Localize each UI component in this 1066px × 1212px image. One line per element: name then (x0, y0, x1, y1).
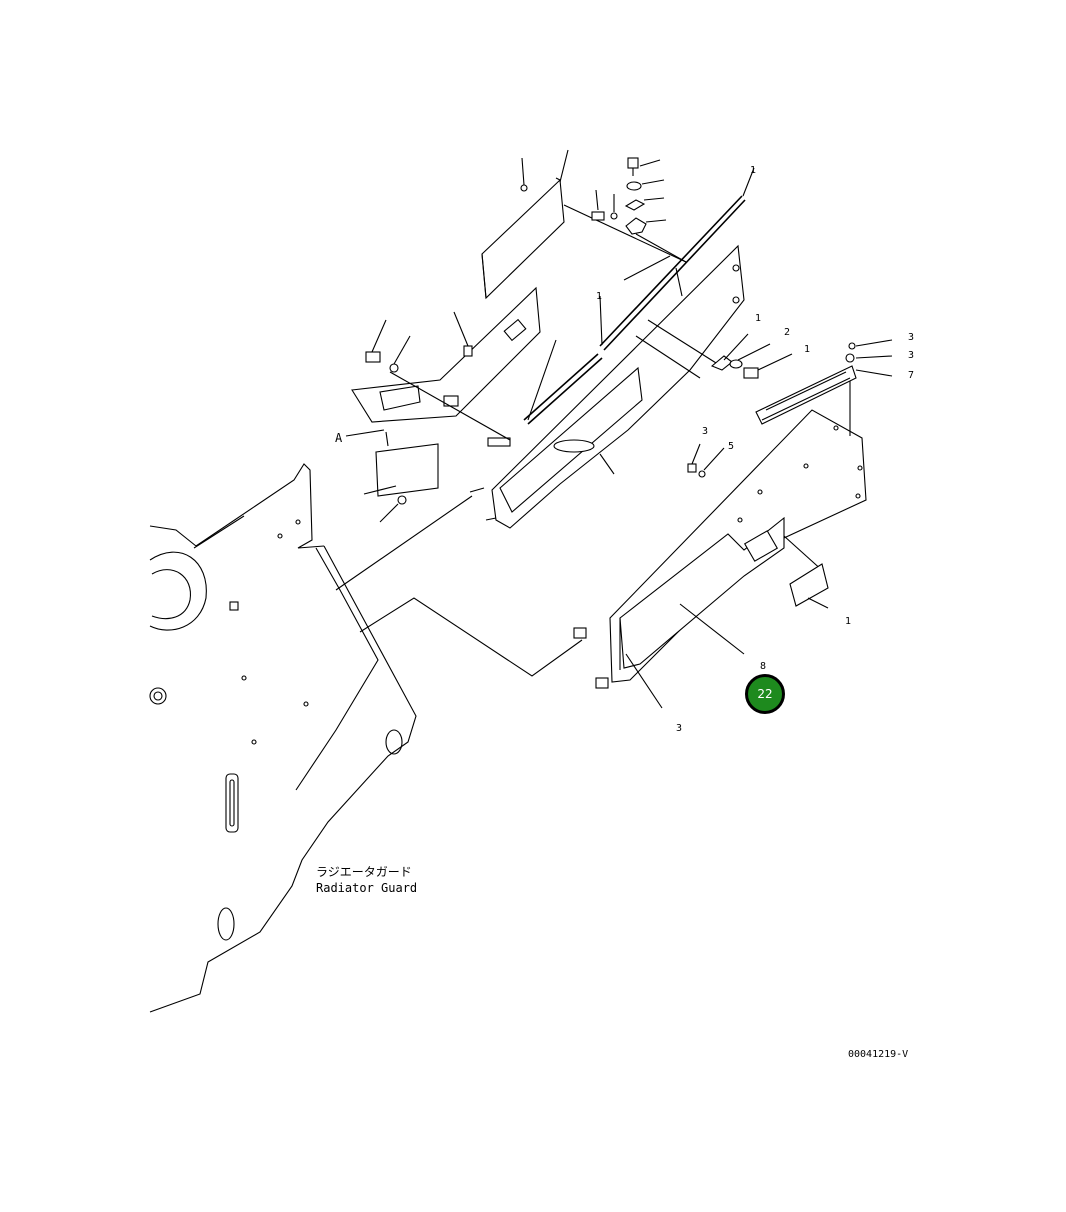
grille-strip (687, 333, 893, 478)
part-mark: 1 (750, 165, 757, 176)
right-guard (573, 368, 867, 709)
part-mark: 3 (702, 426, 709, 437)
long-upper-guard (469, 167, 755, 529)
top-plate (481, 149, 687, 300)
part-mark: 7 (908, 370, 915, 381)
part-mark: 1 (804, 344, 811, 355)
part-mark: 3 (908, 332, 915, 343)
part-mark: 1 (755, 313, 762, 324)
part-mark: 1 (845, 616, 852, 627)
caption-english: Radiator Guard (316, 881, 418, 895)
top-hardware (591, 157, 687, 263)
part-mark: 3 (908, 350, 915, 361)
radiator-guard-frame (149, 463, 583, 1013)
caption-japanese: ラジエータガード (316, 865, 412, 879)
part-mark: 8 (760, 661, 767, 672)
part-mark: 5 (728, 441, 735, 452)
part-mark: 2 (784, 327, 791, 338)
bracket-upper-left (345, 286, 541, 523)
label-a: A (335, 431, 343, 445)
callout-22-button[interactable]: 22 (745, 674, 785, 714)
part-mark: 3 (676, 723, 683, 734)
part-mark: 1 (596, 291, 603, 302)
drawing-number: 00041219-V (848, 1049, 909, 1060)
